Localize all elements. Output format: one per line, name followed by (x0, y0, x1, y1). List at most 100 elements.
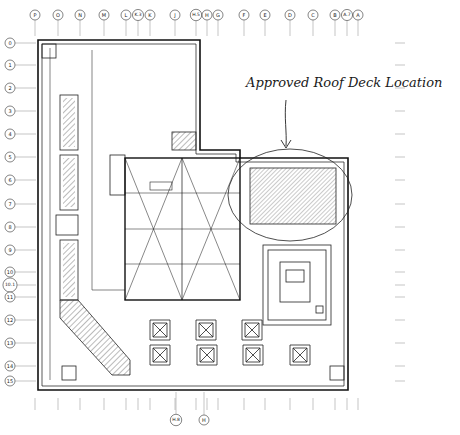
grid-line (15, 381, 36, 382)
rooftop-unit (243, 345, 263, 365)
grid-bubble (5, 292, 15, 302)
grid-line (204, 392, 205, 415)
rooftop-unit (150, 320, 170, 340)
grid-bubble (341, 9, 352, 20)
grid-bubble-label: B (333, 13, 336, 18)
grid-line (358, 20, 359, 36)
grid-line (395, 204, 405, 205)
grid-bubble-label: D (288, 13, 292, 18)
grid-line (244, 398, 245, 410)
grid-bubble-label: L (125, 13, 128, 18)
grid-bubble (353, 10, 363, 20)
grid-line (395, 320, 405, 321)
grid-line (395, 272, 405, 273)
grid-line (175, 398, 176, 410)
grid-bubble-label: 6 (8, 178, 11, 183)
grid-bubble (202, 10, 212, 20)
grid-bubble (285, 10, 295, 20)
grid-bubble-label: A (356, 13, 359, 18)
grid-bubble (75, 10, 85, 20)
grid-bubble (53, 10, 63, 20)
grid-line (15, 65, 36, 66)
grid-line (15, 88, 36, 89)
grid-bubble (308, 10, 318, 20)
grid-line (196, 21, 197, 36)
grid-bubble (5, 338, 15, 348)
grid-line (395, 285, 405, 286)
grid-bubble (5, 129, 15, 139)
grid-bubble (5, 106, 15, 116)
grid-bubble (99, 10, 109, 20)
grid-line (35, 20, 36, 36)
grid-line (395, 180, 405, 181)
grid-line (175, 20, 176, 36)
grid-bubble (5, 361, 15, 371)
grid-line (313, 20, 314, 36)
grid-line (126, 398, 127, 410)
grid-bubble-label: K (148, 13, 151, 18)
grid-line (265, 20, 266, 36)
grid-bubble (330, 10, 340, 20)
grid-line (15, 297, 36, 298)
grid-line (15, 366, 36, 367)
grid-line (207, 398, 208, 410)
grid-line (395, 250, 405, 251)
grid-bubble (5, 83, 15, 93)
grid-bubble-label: 8 (8, 225, 11, 230)
grid-bubble-label: N (78, 13, 82, 18)
grid-bubble (121, 10, 131, 20)
grid-line (15, 43, 36, 44)
grid-bubble (5, 376, 15, 386)
grid-line (196, 398, 197, 410)
grid-bubble-label: H.5 (192, 13, 200, 18)
annotation-note: Approved Roof Deck Location (246, 76, 442, 90)
grid-bubble-label: 14 (7, 364, 13, 369)
grid-line (35, 398, 36, 410)
grid-line (218, 20, 219, 36)
grid-line (395, 297, 405, 298)
grid-line (80, 20, 81, 36)
grid-bubble-label: J (174, 13, 175, 18)
grid-line (104, 20, 105, 36)
grid-bubble (170, 414, 181, 425)
grid-line (395, 134, 405, 135)
grid-bubble-label: H.8 (172, 418, 180, 423)
grid-line (290, 20, 291, 36)
grid-bubble (213, 10, 223, 20)
grid-bubble (5, 38, 15, 48)
grid-line (15, 227, 36, 228)
grid-bubble-label: H (202, 418, 206, 423)
grid-line (15, 111, 36, 112)
grid-line (17, 285, 36, 286)
grid-bubble-label: 3 (8, 109, 11, 114)
grid-line (104, 398, 105, 410)
grid-bubble-label: M (102, 13, 106, 18)
grid-line (395, 65, 405, 66)
grid-bubble (5, 60, 15, 70)
grid-line (395, 111, 405, 112)
grid-line (15, 320, 36, 321)
grid-line (395, 43, 405, 44)
rooftop-unit (290, 345, 310, 365)
grid-line (395, 343, 405, 344)
grid-bubble-label: 4 (8, 132, 11, 137)
grid-bubble-label: 2 (8, 86, 11, 91)
grid-line (15, 157, 36, 158)
grid-bubble (239, 10, 249, 20)
grid-line (58, 20, 59, 36)
grid-bubble (199, 415, 209, 425)
grid-line (313, 398, 314, 410)
grid-bubble-label: P (33, 13, 36, 18)
grid-bubble-label: A.7 (343, 13, 350, 18)
grid-line (80, 398, 81, 410)
grid-line (126, 20, 127, 36)
grid-line (244, 20, 245, 36)
grid-bubble (145, 10, 155, 20)
rooftop-unit (196, 320, 216, 340)
grid-bubble (5, 199, 15, 209)
grid-bubble-label: 1 (8, 63, 11, 68)
grid-line (138, 398, 139, 410)
grid-bubble (170, 10, 180, 20)
grid-bubble-label: 11 (7, 295, 13, 300)
grid-line (176, 392, 177, 414)
